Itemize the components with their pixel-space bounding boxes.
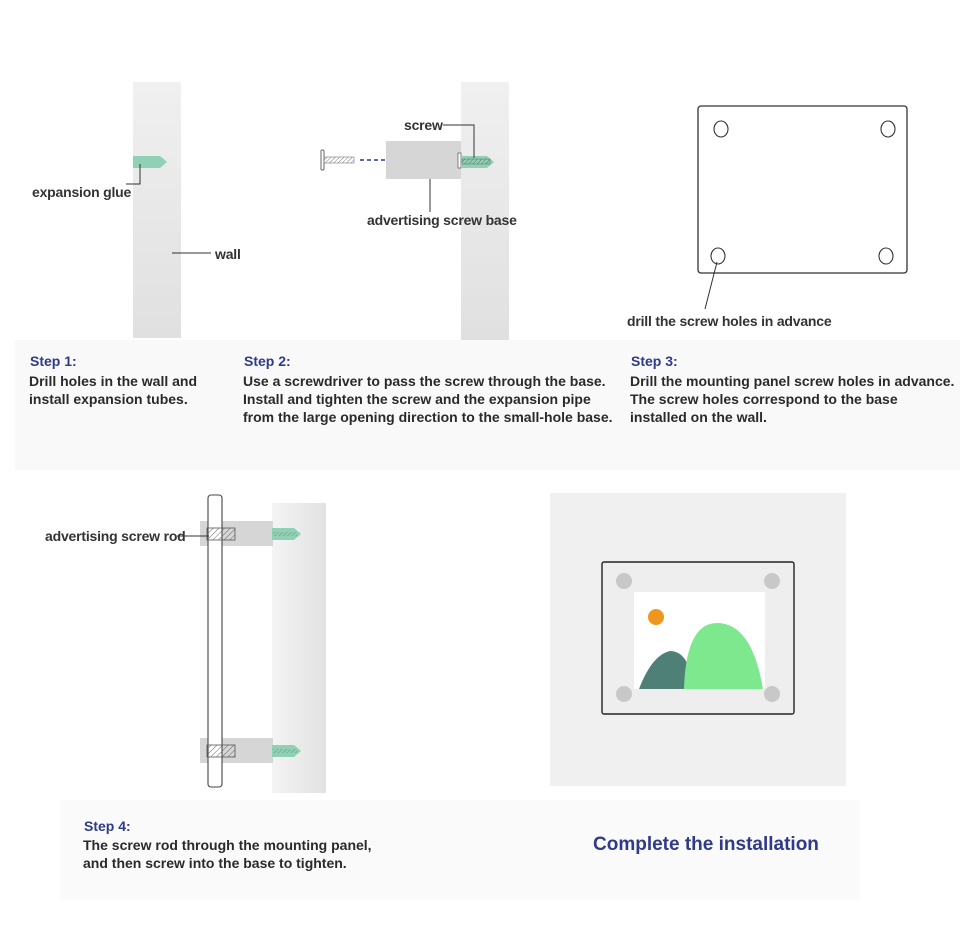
anchor-icon <box>272 745 301 757</box>
expansion-tube-icon <box>133 156 167 168</box>
screw-hole-icon <box>880 120 896 138</box>
screw-hole-icon <box>878 247 894 265</box>
advertising-screw-base-label: advertising screw base <box>367 212 517 228</box>
bottom-band <box>60 800 860 900</box>
standoff-icon <box>616 573 632 589</box>
complete-installation-caption: Complete the installation <box>593 834 819 855</box>
anchor-with-screw-icon <box>457 152 494 169</box>
top-band <box>15 340 960 470</box>
standoff-icon <box>764 573 780 589</box>
screw-hole-icon <box>713 120 729 138</box>
anchor-icon <box>272 528 301 540</box>
step1-text: Drill holes in the wall and install expa… <box>29 373 198 407</box>
screw-hole-icon <box>710 247 726 265</box>
step4-title: Step 4: <box>84 818 131 834</box>
expansion-glue-leader <box>126 164 141 185</box>
mounting-panel-edge <box>207 494 223 788</box>
standoff-icon <box>764 686 780 702</box>
step3-text: Drill the mounting panel screw holes in … <box>630 373 955 425</box>
step3-title: Step 3: <box>631 353 678 369</box>
mounting-panel <box>697 105 908 274</box>
step1-title: Step 1: <box>30 353 77 369</box>
drill-holes-label: drill the screw holes in advance <box>627 313 832 329</box>
expansion-glue-label: expansion glue <box>32 184 132 200</box>
wall-label: wall <box>215 246 241 262</box>
step4-text: The screw rod through the mounting panel… <box>83 837 372 871</box>
screw-rod-icon <box>206 527 236 541</box>
wall-section-1 <box>133 82 181 338</box>
step2-title: Step 2: <box>244 353 291 369</box>
loose-screw-icon <box>320 149 355 171</box>
standoff-icon <box>616 686 632 702</box>
image-placeholder-icon <box>639 609 763 689</box>
advertising-screw-rod-label: advertising screw rod <box>45 528 186 544</box>
screw-label: screw <box>404 117 443 133</box>
screw-rod-icon <box>206 744 236 758</box>
screw-base-icon <box>386 141 461 179</box>
screw-leader <box>443 124 475 158</box>
drill-leader <box>704 261 718 310</box>
step2-text: Use a screwdriver to pass the screw thro… <box>243 373 613 425</box>
wall-section-4 <box>272 503 326 793</box>
